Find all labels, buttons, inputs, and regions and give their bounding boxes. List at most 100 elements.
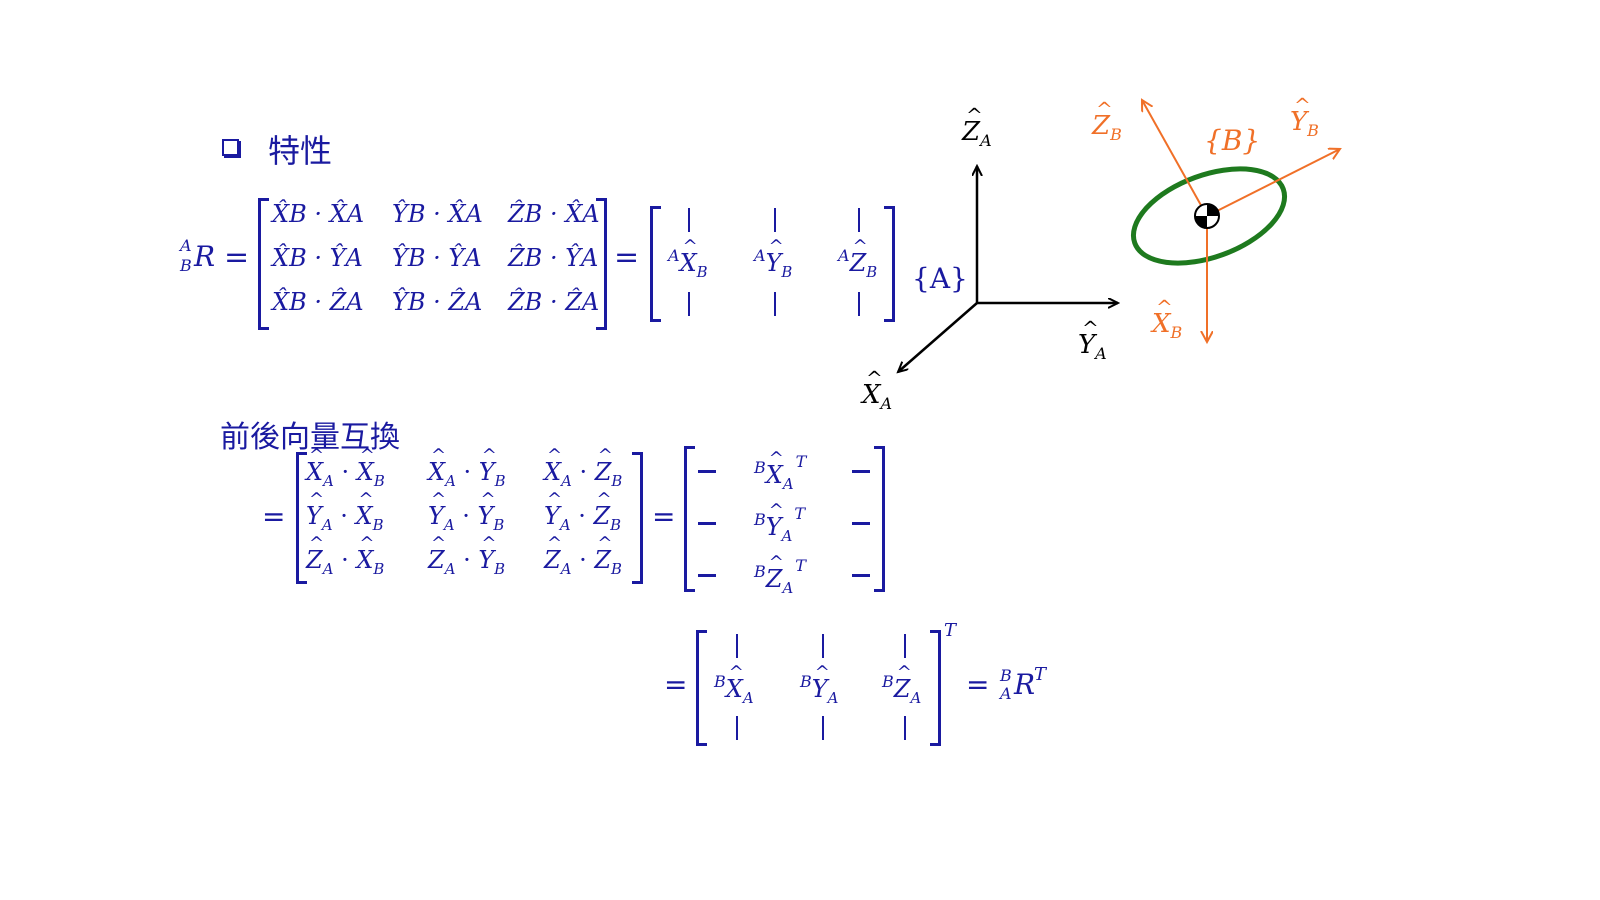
hat-accent-icon: ^ xyxy=(547,488,563,510)
center-of-mass-icon xyxy=(1194,203,1220,229)
column-bar-top xyxy=(736,634,738,658)
eq1-matrix-cell: ŶB · X̂A xyxy=(392,200,483,228)
eq3-rhs-sub: A xyxy=(1000,684,1012,703)
frame-b-y-axis xyxy=(1206,149,1340,217)
frame-b: {B} ZB ^ YB ^ XB ^ xyxy=(1091,93,1340,342)
column-bar-bottom xyxy=(774,292,776,316)
eq2-matrix-cell: ^ZA · ^ZB xyxy=(544,532,622,578)
eq2-row-matrix-left-bracket xyxy=(684,446,695,592)
frame-a-x-axis xyxy=(898,302,978,372)
eq2-row-vector: B^ZAT xyxy=(754,551,806,597)
row-dash-right xyxy=(852,574,870,577)
frame-b-x-hat-icon: ^ xyxy=(1156,295,1173,319)
eq2-matrix-cell: ^XA · ^YB xyxy=(428,444,506,490)
eq2-matrix-cell: ^YA · ^XB xyxy=(306,488,384,534)
eq2-matrix-cell: ^ZA · ^YB xyxy=(428,532,506,578)
hat-accent-icon: ^ xyxy=(768,235,784,257)
eq1-lhs-sub: B xyxy=(180,256,192,275)
eq2-matrix-cell: ^ZA · ^XB xyxy=(306,532,385,578)
eq1-matrix-right-bracket xyxy=(596,198,607,330)
eq1-matrix-cell: X̂B · ŶA xyxy=(272,244,363,272)
frame-a-label: {A} xyxy=(912,262,968,295)
column-bar-top xyxy=(858,208,860,232)
eq3-rhs: B A R T xyxy=(998,664,1058,708)
eq1-matrix-cell: X̂B · X̂A xyxy=(272,200,365,228)
eq2-matrix-cell: ^YA · ^ZB xyxy=(544,488,622,534)
eq1-col-matrix-left-bracket xyxy=(650,206,661,322)
eq1-lhs-sup: A xyxy=(180,236,192,255)
frame-b-z-axis xyxy=(1142,100,1208,217)
eq1-matrix-cell: X̂B · ẐA xyxy=(272,288,364,316)
hat-accent-icon: ^ xyxy=(596,488,612,510)
hat-accent-icon: ^ xyxy=(309,444,325,466)
frame-b-y-label: YB xyxy=(1290,107,1319,140)
eq3-matrix-exponent: T xyxy=(944,620,957,641)
hat-accent-icon: ^ xyxy=(358,488,374,510)
row-dash-left xyxy=(698,522,716,525)
eq2-row-vector: B^XAT xyxy=(754,447,807,493)
column-bar-bottom xyxy=(904,716,906,740)
hat-accent-icon: ^ xyxy=(431,488,447,510)
hat-accent-icon: ^ xyxy=(597,444,613,466)
row-dash-right xyxy=(852,470,870,473)
eq3-column-vector: B^YA xyxy=(800,661,839,707)
eq1-matrix-cell: ẐB · ŶA xyxy=(508,244,599,272)
column-bar-bottom xyxy=(736,716,738,740)
eq1-equals-2: = xyxy=(614,240,640,275)
frame-a: ZA ^ YA ^ XA ^ xyxy=(860,103,1118,413)
column-bar-bottom xyxy=(688,292,690,316)
hat-accent-icon: ^ xyxy=(359,532,375,554)
eq1-column-vector: A^XB xyxy=(668,235,708,281)
eq2-matrix-cell: ^XA · ^XB xyxy=(306,444,385,490)
row-dash-right xyxy=(852,522,870,525)
eq1-matrix-cell: ŶB · ŶA xyxy=(392,244,482,272)
column-bar-top xyxy=(822,634,824,658)
eq2-equals: = xyxy=(262,500,286,533)
eq3-matrix-right-bracket xyxy=(930,630,941,746)
hat-accent-icon: ^ xyxy=(480,488,496,510)
frame-a-y-hat-icon: ^ xyxy=(1082,316,1099,340)
eq2-matrix-cell: ^YA · ^YB xyxy=(428,488,505,534)
eq2-matrix-left-bracket xyxy=(296,452,307,584)
hat-accent-icon: ^ xyxy=(852,235,868,257)
hat-accent-icon: ^ xyxy=(309,532,325,554)
eq1-matrix-left-bracket xyxy=(258,198,269,330)
frame-a-y-label: YA xyxy=(1078,330,1107,363)
frame-a-x-label: XA xyxy=(860,380,892,413)
eq2-matrix-cell: ^XA · ^ZB xyxy=(544,444,623,490)
row-dash-left xyxy=(698,470,716,473)
hat-accent-icon: ^ xyxy=(768,499,784,521)
column-bar-top xyxy=(774,208,776,232)
eq3-matrix-left-bracket xyxy=(696,630,707,746)
column-bar-top xyxy=(688,208,690,232)
eq3-column-vector: B^ZA xyxy=(882,661,922,707)
eq3-rhs-sup: B xyxy=(1000,666,1012,685)
eq3-rhs-letter: R xyxy=(1014,668,1036,701)
eq2-equals-2: = xyxy=(652,500,676,533)
hat-accent-icon: ^ xyxy=(481,532,497,554)
eq1-lhs: A B R xyxy=(178,236,218,284)
frame-b-z-label: ZB xyxy=(1091,111,1122,144)
row-dash-left xyxy=(698,574,716,577)
eq2-row-vector: B^YAT xyxy=(754,499,806,545)
bullet-square-icon xyxy=(222,139,239,156)
eq3-column-vector: B^XA xyxy=(714,661,754,707)
eq2-matrix-right-bracket xyxy=(632,452,643,584)
column-bar-top xyxy=(904,634,906,658)
hat-accent-icon: ^ xyxy=(359,444,375,466)
eq1-col-matrix-right-bracket xyxy=(884,206,895,322)
column-bar-bottom xyxy=(822,716,824,740)
sub-heading: 前後向量互換 xyxy=(220,420,400,455)
eq3-rhs-exponent: T xyxy=(1034,664,1047,685)
frame-b-label: {B} xyxy=(1204,124,1260,157)
hat-accent-icon: ^ xyxy=(682,235,698,257)
hat-accent-icon: ^ xyxy=(728,661,744,683)
eq3-equals: = xyxy=(664,668,688,701)
hat-accent-icon: ^ xyxy=(768,447,784,469)
eq3-equals-2: = xyxy=(966,668,990,701)
hat-accent-icon: ^ xyxy=(896,661,912,683)
hat-accent-icon: ^ xyxy=(481,444,497,466)
eq1-equals: = xyxy=(224,240,250,275)
hat-accent-icon: ^ xyxy=(431,444,447,466)
